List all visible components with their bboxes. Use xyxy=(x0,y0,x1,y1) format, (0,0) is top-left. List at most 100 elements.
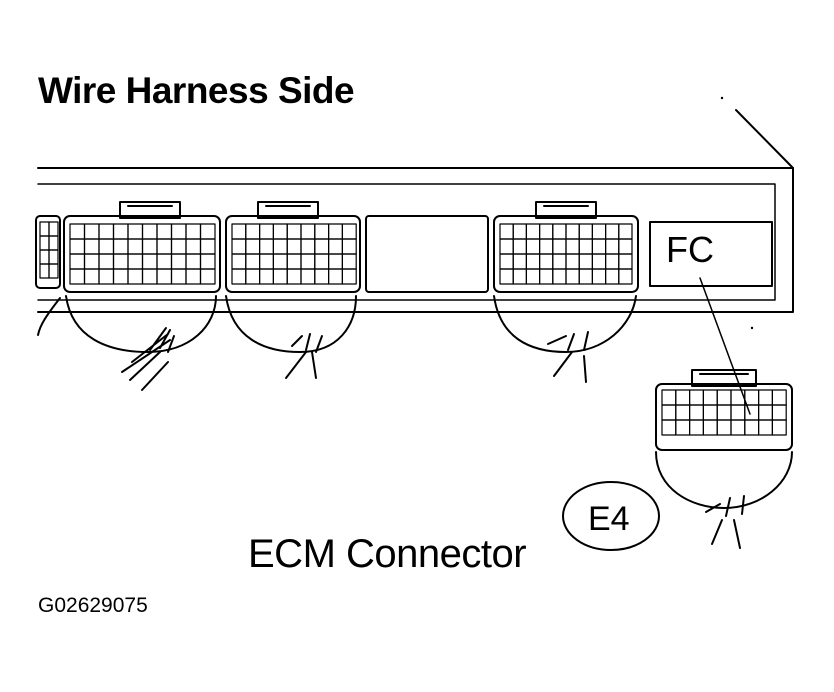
pin-cell xyxy=(675,404,691,421)
pin-cell xyxy=(39,249,50,265)
pin-cell xyxy=(39,235,50,251)
wire-loom-4 xyxy=(493,295,637,353)
pin-cell xyxy=(314,238,330,255)
pin-cell xyxy=(112,268,129,285)
pin-cell xyxy=(245,238,261,255)
pin-cell xyxy=(300,238,316,255)
pin-grid-3 xyxy=(231,223,357,285)
pin-cell xyxy=(112,238,129,255)
pin-cell xyxy=(328,238,344,255)
pin-cell xyxy=(314,223,330,240)
pin-cell xyxy=(185,268,202,285)
pin-cell xyxy=(83,268,100,285)
pin-cell xyxy=(127,238,144,255)
pin-cell xyxy=(69,253,86,270)
pin-cell xyxy=(552,268,567,285)
pin-cell xyxy=(525,238,541,255)
pin-cell xyxy=(716,419,732,436)
fc-label-box xyxy=(649,221,773,287)
pin-cell xyxy=(170,268,187,285)
pin-cell xyxy=(730,419,746,436)
pin-cell xyxy=(702,389,718,406)
pin-cell xyxy=(185,253,202,270)
pin-cell xyxy=(170,238,187,255)
pin-cell xyxy=(231,268,247,285)
pin-cell xyxy=(341,253,357,270)
pin-cell xyxy=(578,238,594,255)
pin-cell xyxy=(675,419,691,436)
pin-cell xyxy=(525,253,541,270)
pin-cell xyxy=(744,389,760,406)
pin-cell xyxy=(231,238,247,255)
pin-cell xyxy=(538,268,554,285)
pin-cell xyxy=(552,238,567,255)
pin-cell xyxy=(618,238,633,255)
pin-cell xyxy=(199,268,216,285)
pin-cell xyxy=(48,235,59,251)
pin-cell xyxy=(618,268,633,285)
pin-cell xyxy=(231,253,247,270)
connector-block-4 xyxy=(493,201,639,383)
pin-cell xyxy=(604,238,620,255)
pin-cell xyxy=(578,253,594,270)
pin-cell xyxy=(272,223,288,240)
diagram-caption: ECM Connector xyxy=(248,532,527,576)
figure-code: G02629075 xyxy=(38,594,148,617)
pin-cell xyxy=(98,238,115,255)
pin-cell xyxy=(702,419,718,436)
pin-cell xyxy=(552,253,567,270)
pin-cell xyxy=(245,223,261,240)
pin-cell xyxy=(730,404,746,421)
pin-cell xyxy=(565,223,580,240)
pin-cell xyxy=(618,223,633,240)
pin-cell xyxy=(185,223,202,240)
pin-cell xyxy=(702,404,718,421)
pin-cell xyxy=(39,221,50,237)
pin-cell xyxy=(127,268,144,285)
pin-cell xyxy=(156,253,173,270)
pin-cell xyxy=(156,268,173,285)
pin-cell xyxy=(141,253,158,270)
pin-cell xyxy=(39,263,50,279)
pin-grid-1 xyxy=(39,221,59,279)
pin-cell xyxy=(300,268,316,285)
pin-cell xyxy=(48,221,59,237)
e4-connector xyxy=(655,369,793,549)
pin-cell xyxy=(716,404,732,421)
pin-cell xyxy=(245,253,261,270)
pin-cell xyxy=(661,389,677,406)
e4-callout-label: E4 xyxy=(588,500,630,538)
pin-cell xyxy=(538,253,554,270)
pin-cell xyxy=(259,223,275,240)
wire-bundle-2 xyxy=(121,327,175,391)
pin-cell xyxy=(300,253,316,270)
pin-cell xyxy=(245,268,261,285)
pin-cell xyxy=(286,253,302,270)
pin-cell xyxy=(69,268,86,285)
e4-callout-ellipse xyxy=(562,481,660,551)
pin-cell xyxy=(604,268,620,285)
pin-grid-2 xyxy=(69,223,216,285)
pin-cell xyxy=(499,238,514,255)
pin-cell xyxy=(591,223,607,240)
pin-cell xyxy=(314,268,330,285)
pin-cell xyxy=(565,268,580,285)
pin-cell xyxy=(771,404,787,421)
empty-socket xyxy=(365,215,489,293)
pin-cell xyxy=(259,268,275,285)
pin-cell xyxy=(83,223,100,240)
pin-cell xyxy=(661,419,677,436)
pin-cell xyxy=(618,253,633,270)
pin-cell xyxy=(170,223,187,240)
wire-loom-2 xyxy=(65,295,217,353)
pin-cell xyxy=(98,268,115,285)
pin-cell xyxy=(552,223,567,240)
pin-cell xyxy=(259,253,275,270)
pin-cell xyxy=(591,253,607,270)
pin-cell xyxy=(48,249,59,265)
wire-loom-3 xyxy=(225,295,357,353)
pin-cell xyxy=(512,253,528,270)
pin-cell xyxy=(688,419,704,436)
pin-cell xyxy=(525,223,541,240)
